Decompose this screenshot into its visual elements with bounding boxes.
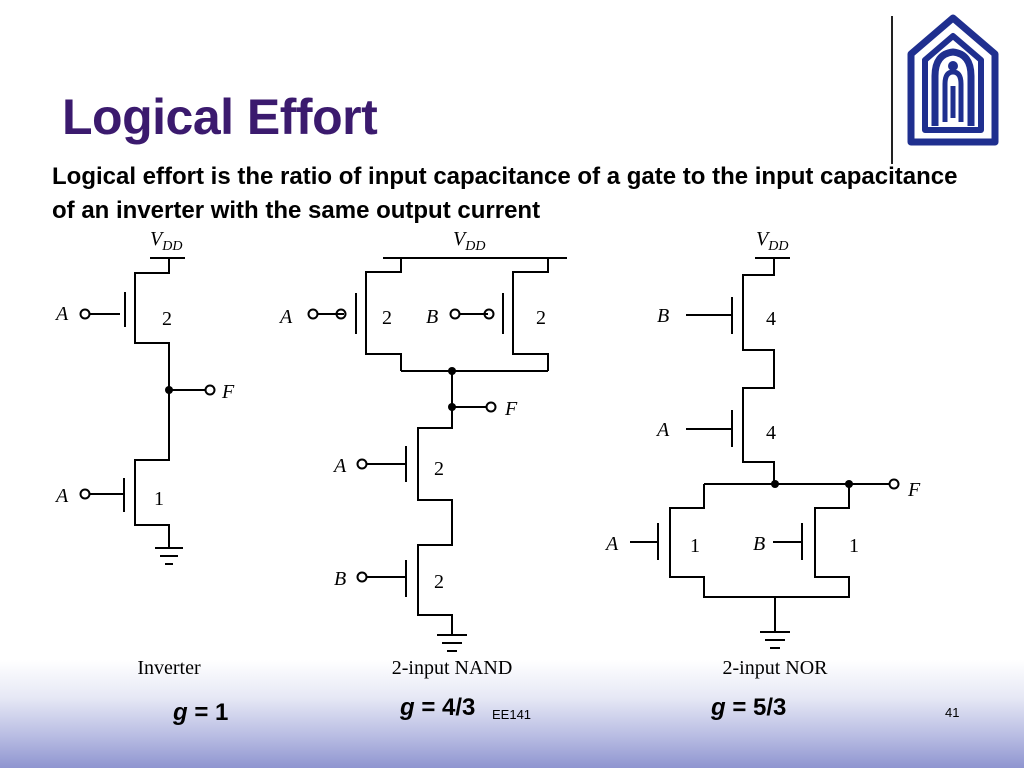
bottom-gradient-band xyxy=(0,660,1024,768)
nor-pmos-b-input-label: B xyxy=(657,305,669,327)
nand-nmos-b-size: 2 xyxy=(434,571,444,593)
inverter-schematic xyxy=(79,257,216,565)
inverter-output-label: F xyxy=(221,381,235,403)
junction-dots xyxy=(165,367,853,488)
inverter-pmos-size: 2 xyxy=(162,308,172,330)
university-emblem-icon xyxy=(907,14,999,146)
nor-schematic xyxy=(630,257,900,649)
nor-pmos-a-input-label: A xyxy=(655,419,670,441)
nor-logical-effort: g = 5/3 xyxy=(711,694,787,721)
inverter-nmos-input-label: A xyxy=(54,485,69,507)
slide-subtitle: Logical effort is the ratio of input cap… xyxy=(52,163,958,224)
nor-caption: 2-input NOR xyxy=(722,657,828,679)
nor-pmos-a-size: 4 xyxy=(766,422,776,444)
page-number: 41 xyxy=(945,705,960,720)
nand-vdd-label: VDD xyxy=(453,228,485,254)
nor-nmos-a-size: 1 xyxy=(690,535,700,557)
course-footer-label: EE141 xyxy=(492,707,532,722)
nor-vdd-label: VDD xyxy=(756,228,788,254)
nand-nmos-a-input-label: A xyxy=(332,455,347,477)
inverter-logical-effort: g = 1 xyxy=(173,699,229,726)
nand-pmos-b-size: 2 xyxy=(536,307,546,329)
header-divider-line xyxy=(891,16,893,164)
nand-schematic xyxy=(307,257,567,652)
nor-nmos-a-input-label: A xyxy=(604,533,619,555)
nand-nmos-a-size: 2 xyxy=(434,458,444,480)
inverter-vdd-label: VDD xyxy=(150,228,182,254)
nor-nmos-b-input-label: B xyxy=(753,533,765,555)
nand-pmos-b-input-label: B xyxy=(426,306,438,328)
inverter-nmos-size: 1 xyxy=(154,488,164,510)
nand-caption: 2-input NAND xyxy=(391,657,513,679)
nand-output-label: F xyxy=(504,398,518,420)
nor-output-label: F xyxy=(907,479,921,501)
inverter-pmos-input-label: A xyxy=(54,303,69,325)
nand-nmos-b-input-label: B xyxy=(334,568,346,590)
nand-pmos-a-input-label: A xyxy=(278,306,293,328)
nand-pmos-a-size: 2 xyxy=(382,307,392,329)
slide-title: Logical Effort xyxy=(62,89,378,145)
nand-logical-effort: g = 4/3 xyxy=(400,694,476,721)
nor-pmos-b-size: 4 xyxy=(766,308,776,330)
nor-nmos-b-size: 1 xyxy=(849,535,859,557)
inverter-caption: Inverter xyxy=(137,657,201,679)
